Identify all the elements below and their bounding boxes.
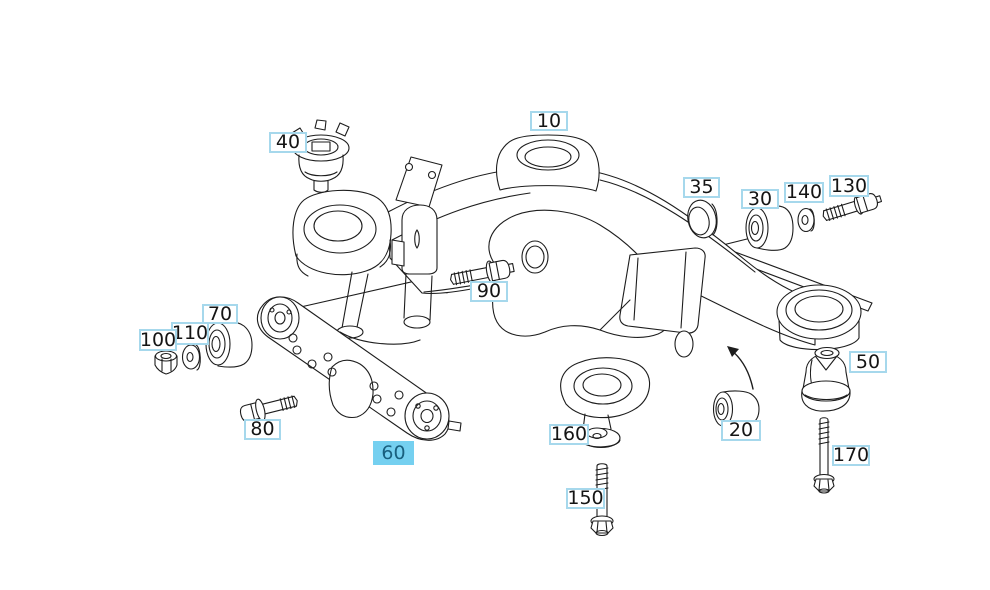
bushing-70-drawing — [205, 321, 253, 368]
sealing-ring-35-drawing — [687, 199, 718, 239]
callout-10[interactable]: 10 — [530, 111, 568, 131]
subframe-left-tower — [292, 189, 421, 345]
callout-80[interactable]: 80 — [244, 419, 281, 440]
callout-110[interactable]: 110 — [171, 322, 209, 345]
arrow-head — [727, 346, 739, 357]
callout-40[interactable]: 40 — [269, 132, 307, 153]
callout-140[interactable]: 140 — [784, 181, 824, 203]
callout-20[interactable]: 20 — [721, 420, 761, 441]
subframe-lower-mount — [560, 357, 651, 437]
subframe-upper-bracket — [395, 156, 443, 208]
washer-140-drawing — [797, 207, 815, 233]
callout-50[interactable]: 50 — [849, 351, 887, 373]
bolt-130-drawing — [822, 193, 883, 222]
subframe-right-eyelet — [776, 284, 862, 351]
callout-160[interactable]: 160 — [549, 423, 589, 445]
callout-35[interactable]: 35 — [683, 177, 720, 198]
washer-110-drawing — [181, 344, 201, 371]
bolt-150-drawing — [590, 463, 614, 537]
callout-170[interactable]: 170 — [832, 444, 870, 466]
callout-70[interactable]: 70 — [202, 304, 238, 324]
subframe-diff-bracket — [599, 247, 706, 358]
callout-60-highlighted[interactable]: 60 — [373, 441, 414, 465]
control-arm-drawing — [256, 296, 462, 441]
callout-100[interactable]: 100 — [139, 328, 177, 351]
callout-30[interactable]: 30 — [741, 189, 779, 209]
bolt-170-drawing — [813, 417, 835, 494]
callout-90[interactable]: 90 — [470, 281, 508, 302]
nut-100-drawing — [154, 350, 178, 375]
bushing-20-drawing — [712, 346, 760, 428]
subframe-top-tower — [495, 134, 600, 192]
callout-150[interactable]: 150 — [566, 487, 605, 509]
bushing-30-drawing — [745, 205, 794, 251]
rubber-mount-40-drawing — [291, 119, 350, 193]
bolt-90-drawing — [450, 259, 515, 286]
washer-160-drawing — [575, 425, 621, 449]
rubber-mount-50-drawing — [801, 346, 851, 412]
subframe-post-bracket — [391, 204, 438, 329]
callout-130[interactable]: 130 — [829, 174, 869, 197]
bolt-80-drawing — [239, 395, 298, 422]
